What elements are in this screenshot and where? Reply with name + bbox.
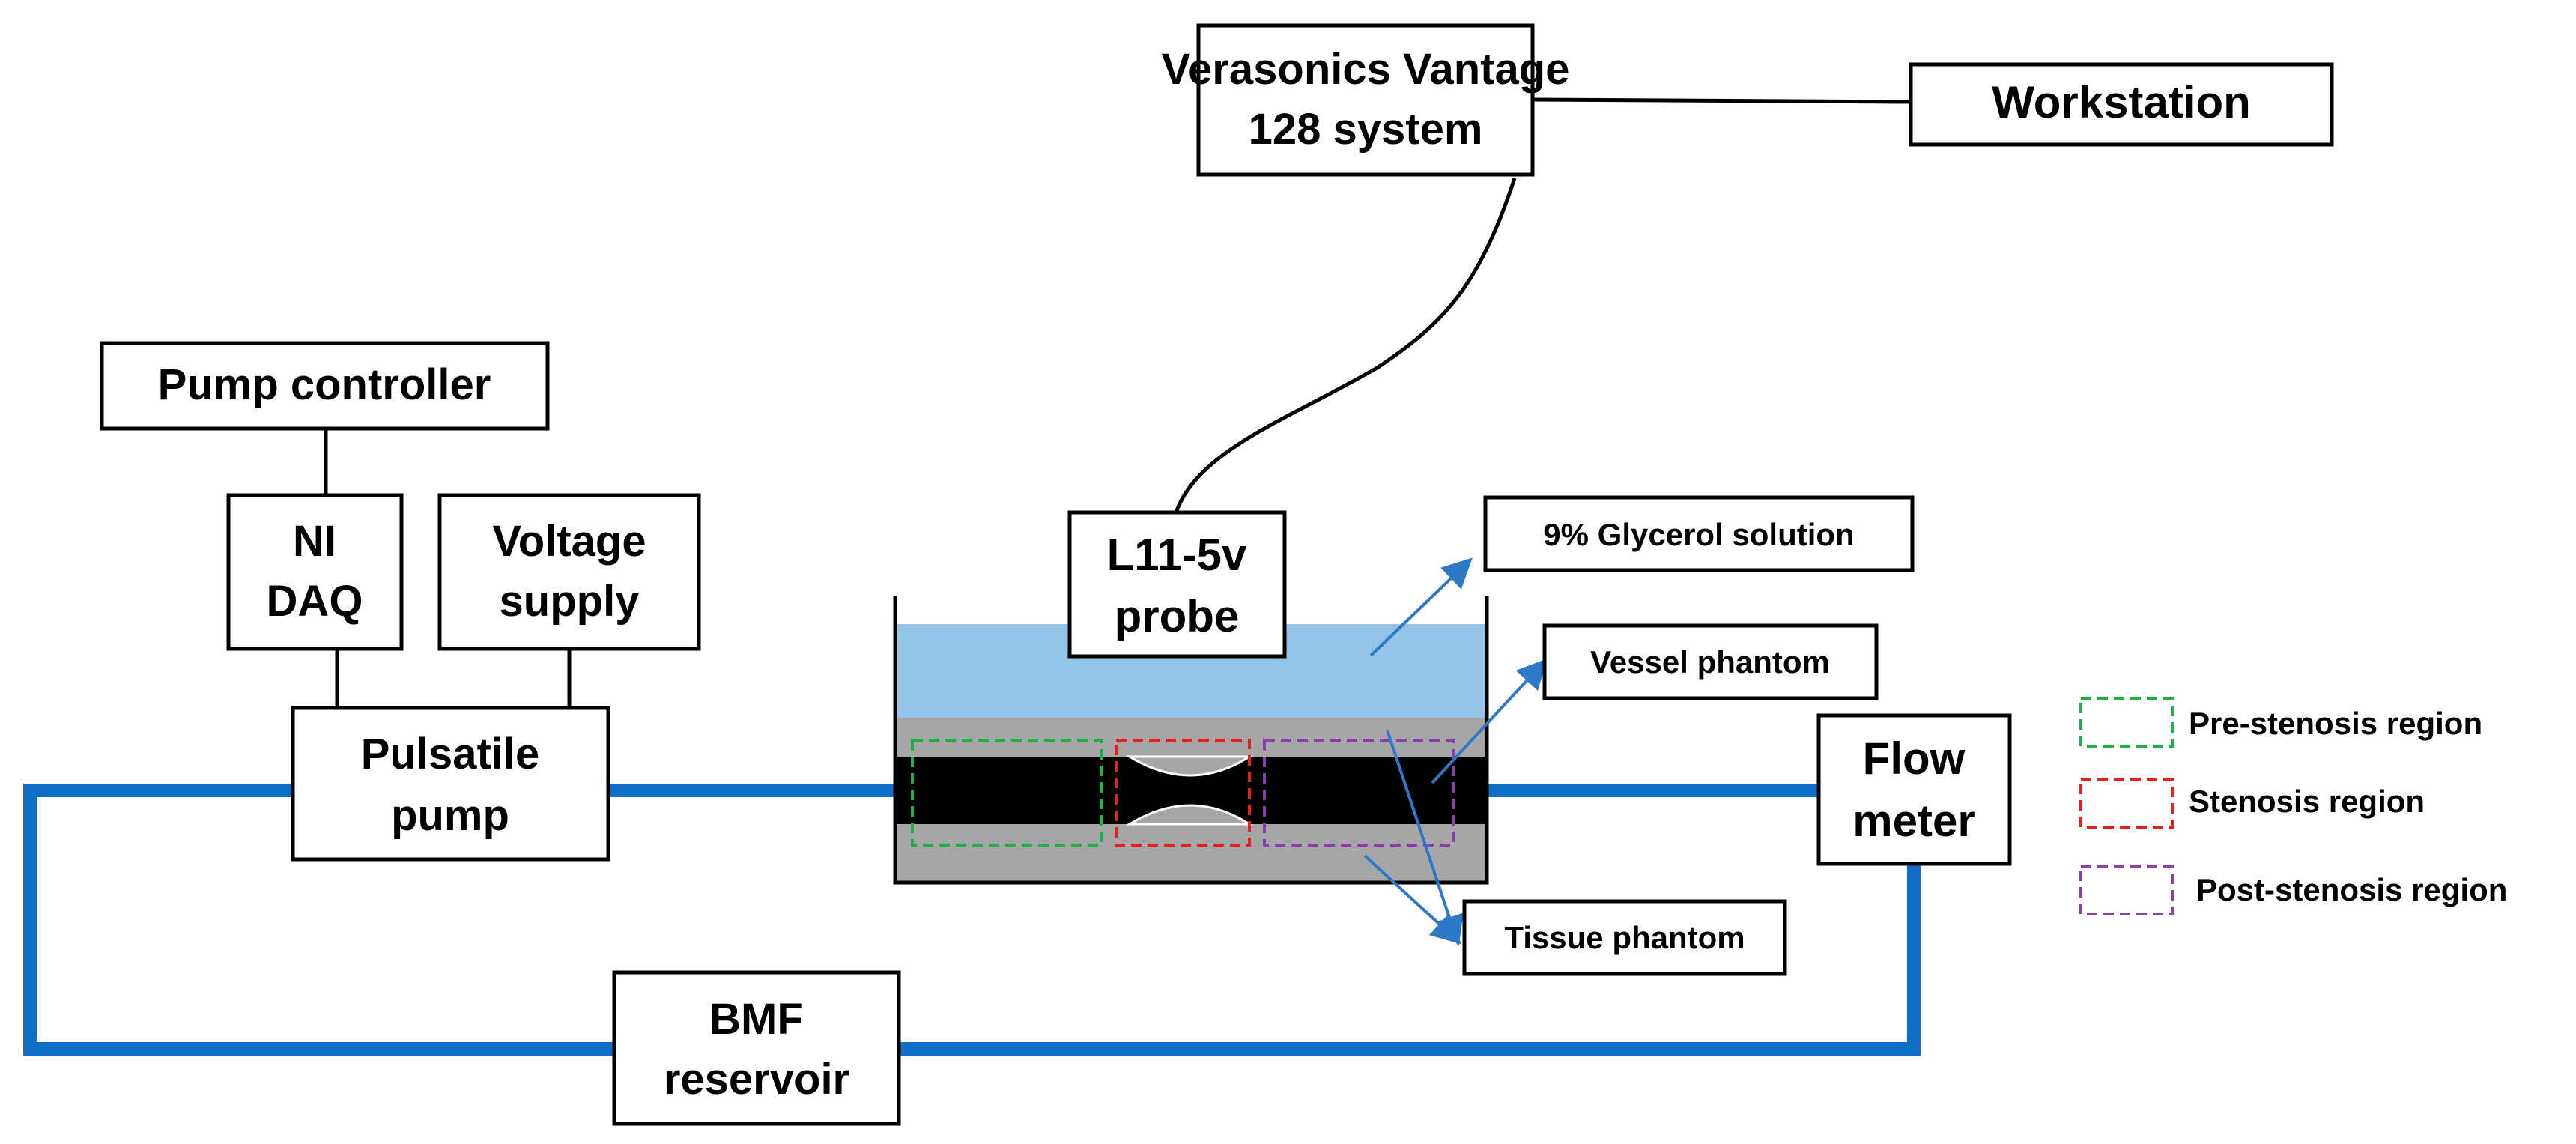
pulsatile-pump-label-line2: pump [391, 791, 509, 840]
flow-meter-label-line2: meter [1852, 796, 1975, 846]
callout-arrows [1363, 557, 1548, 946]
tubing-flowmeter-to-reservoir [899, 864, 1921, 1056]
reservoir-label-line1: BMF [709, 995, 804, 1044]
vantage-label-line2: 128 system [1249, 105, 1483, 154]
flow-meter-label-line1: Flow [1863, 733, 1966, 784]
probe-label-line1: L11-5v [1107, 530, 1247, 580]
glycerol-callout-label: 9% Glycerol solution [1543, 517, 1854, 552]
arrow-tissue-1 [1386, 730, 1464, 946]
pulsatile-pump-box: Pulsatile pump [291, 706, 610, 862]
legend-label-stenosis: Stenosis region [2189, 784, 2425, 819]
tissue-callout: Tissue phantom [1462, 899, 1787, 976]
ni-daq-label-line2: DAQ [267, 577, 363, 626]
pump-controller-box: Pump controller [100, 341, 550, 431]
vessel-callout: Vessel phantom [1542, 623, 1879, 700]
vessel-callout-label: Vessel phantom [1590, 644, 1830, 680]
tissue-phantom-top [895, 718, 1487, 757]
pre-stenosis-region-box [911, 739, 1103, 847]
legend-item-pre-stenosis: Pre-stenosis region [2079, 697, 2482, 748]
probe-label-line2: probe [1115, 591, 1240, 641]
pump-controller-label: Pump controller [158, 360, 491, 409]
voltage-supply-label-line1: Voltage [492, 517, 646, 566]
tissue-phantom-bottom [895, 824, 1487, 883]
signal-wires [324, 97, 1912, 708]
probe-cable [1174, 178, 1517, 513]
stenosis-upper [1125, 755, 1254, 777]
legend-swatch-post-stenosis [2079, 865, 2174, 915]
legend-swatch-pre-stenosis [2079, 697, 2174, 748]
tank-wall [893, 596, 1489, 885]
pulsatile-pump-label-line1: Pulsatile [361, 730, 540, 778]
glycerol-callout: 9% Glycerol solution [1483, 495, 1915, 572]
legend-item-stenosis: Stenosis region [2079, 778, 2425, 829]
flow-meter-box: Flow meter [1816, 713, 2012, 866]
post-stenosis-region-box [1263, 739, 1455, 847]
region-legend: Pre-stenosis region Stenosis region Post… [2079, 697, 2507, 915]
stenosis-region-box [1115, 739, 1251, 847]
legend-item-post-stenosis: Post-stenosis region [2079, 865, 2507, 915]
arrow-tissue-2 [1363, 854, 1461, 945]
stenosis-lower [1125, 804, 1254, 826]
vantage-label-line1: Verasonics Vantage [1162, 45, 1570, 94]
arrow-vessel [1431, 659, 1548, 784]
wire-vantage-workstation [1532, 97, 1912, 104]
tubing-loop-left [23, 784, 614, 1056]
reservoir-label-line2: reservoir [664, 1055, 849, 1104]
legend-label-post-stenosis: Post-stenosis region [2196, 872, 2507, 907]
probe-box: L11-5v probe [1067, 510, 1287, 659]
bmf-reservoir-box: BMF reservoir [612, 970, 901, 1126]
workstation-box: Workstation [1909, 62, 2334, 147]
arrow-glycerol [1369, 557, 1473, 657]
legend-swatch-stenosis [2079, 778, 2174, 829]
workstation-label: Workstation [1992, 77, 2251, 127]
tissue-callout-label: Tissue phantom [1504, 920, 1745, 955]
ni-daq-box: NI DAQ [226, 493, 404, 651]
ni-daq-label-line1: NI [293, 517, 336, 566]
legend-label-pre-stenosis: Pre-stenosis region [2189, 706, 2482, 741]
voltage-supply-box: Voltage supply [437, 493, 701, 651]
vantage-system-box: Verasonics Vantage 128 system [1162, 23, 1570, 177]
voltage-supply-label-line2: supply [500, 577, 640, 626]
flow-tubing [23, 784, 1921, 1056]
